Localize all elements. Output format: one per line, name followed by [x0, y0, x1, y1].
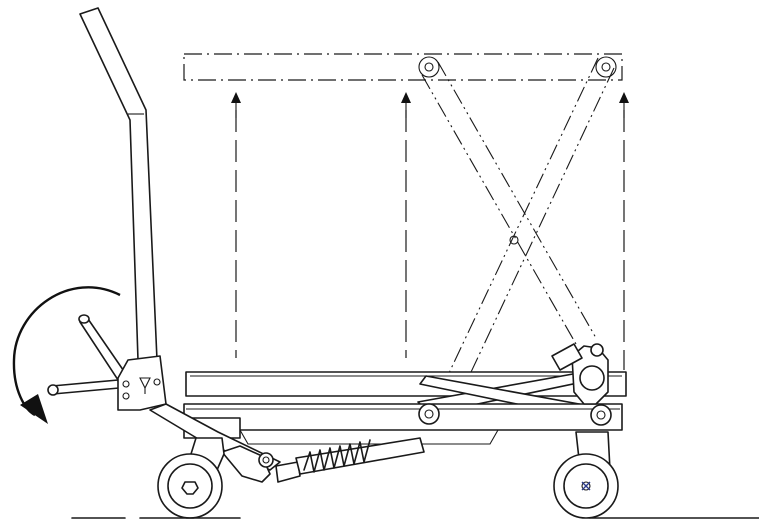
base-frame: [183, 403, 623, 445]
right-pivot-assembly: [551, 343, 612, 426]
raised-scissor-arms-outline: [418, 56, 617, 405]
arrow-up-icon: [401, 92, 411, 118]
left-caster-wheel: [157, 437, 225, 519]
lift-travel-guides: [235, 110, 625, 370]
raised-table-top-outline: [183, 53, 623, 81]
hydraulic-cylinder: [149, 403, 425, 483]
arrow-up-icon: [231, 92, 241, 118]
spring-coil: [303, 439, 371, 473]
pump-bracket: [117, 355, 167, 411]
push-handle: [79, 7, 158, 361]
left-pivot: [418, 403, 440, 425]
right-caster-wheel: [553, 431, 619, 519]
arrow-up-icon: [619, 92, 629, 118]
curved-arrow-counterclockwise-icon: [12, 286, 121, 424]
